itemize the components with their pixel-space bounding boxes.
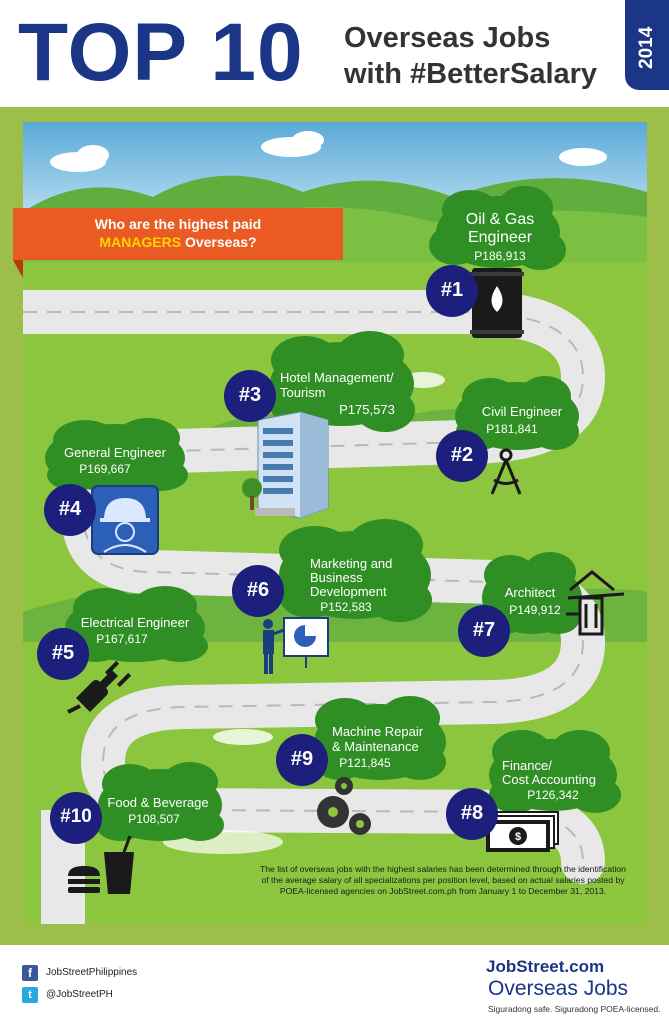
bubble-rank-1 xyxy=(429,186,566,270)
twitter-link[interactable]: @JobStreetPH xyxy=(46,989,113,1000)
job-salary-10: P108,507 xyxy=(128,812,180,826)
job-title-5: Electrical Engineer xyxy=(80,615,190,630)
electric-plug-icon xyxy=(67,660,132,714)
rank-label-3: #3 xyxy=(238,384,262,406)
facebook-link[interactable]: JobStreetPhilippines xyxy=(46,967,138,978)
rank-label-7: #7 xyxy=(472,619,496,641)
oil-barrel-icon xyxy=(470,268,524,338)
burger-drink-icon xyxy=(68,835,134,894)
rank-label-8: #8 xyxy=(460,802,484,824)
rank-circles xyxy=(37,265,510,844)
bubble-rank-2 xyxy=(455,376,579,450)
rank-label-1: #1 xyxy=(440,279,464,301)
job-salary-7: P149,912 xyxy=(509,603,561,617)
subtitle-line2: with #BetterSalary xyxy=(344,58,598,90)
job-title-7: Architect xyxy=(504,585,556,600)
job-salary-2: P181,841 xyxy=(486,422,538,436)
jobstreet-logo: JobStreet.com xyxy=(486,957,605,976)
footer xyxy=(0,945,669,1024)
job-salary-1: P186,913 xyxy=(474,249,526,263)
bubble-rank-3 xyxy=(270,331,415,432)
job-title-6a: Marketing and xyxy=(310,556,393,571)
subtitle-line1: Overseas Jobs xyxy=(344,22,551,54)
architect-tools-icon xyxy=(566,570,625,636)
job-title-6b: Business xyxy=(310,570,363,585)
banner-line2-rest: Overseas? xyxy=(181,234,257,250)
rank-label-10: #10 xyxy=(60,806,92,827)
year-tab xyxy=(625,0,669,90)
rank-label-4: #4 xyxy=(58,498,82,520)
job-salary-6: P152,583 xyxy=(320,600,372,614)
header xyxy=(0,0,669,107)
page-title: TOP 10 xyxy=(18,7,304,98)
job-salary-8: P126,342 xyxy=(527,788,579,802)
question-banner xyxy=(13,208,343,260)
job-title-1a: Oil & Gas xyxy=(465,211,535,228)
rank-label-6: #6 xyxy=(246,579,270,601)
compass-icon xyxy=(490,448,522,495)
tagline: Siguradong safe. Siguradong POEA-license… xyxy=(488,1004,661,1014)
job-salary-5: P167,617 xyxy=(96,632,148,646)
rank-label-5: #5 xyxy=(51,642,75,664)
job-salary-3: P175,573 xyxy=(339,402,395,417)
methodology-note: The list of overseas jobs with the highe… xyxy=(260,864,626,896)
banner-highlight: MANAGERS xyxy=(99,234,182,250)
banner-fold xyxy=(13,260,23,278)
job-title-9b: & Maintenance xyxy=(332,739,419,754)
bubble-rank-8 xyxy=(489,730,621,813)
hotel-building-icon xyxy=(242,411,329,519)
job-title-3a: Hotel Management/ xyxy=(280,370,394,385)
gears-icon xyxy=(317,777,371,835)
job-salary-4: P169,667 xyxy=(79,462,131,476)
job-title-6c: Development xyxy=(310,584,387,599)
job-title-3b: Tourism xyxy=(280,385,326,400)
bubble-rank-4 xyxy=(45,418,188,492)
overseas-jobs-logo: Overseas Jobs xyxy=(488,977,629,1000)
job-title-2: Civil Engineer xyxy=(481,404,563,419)
presenter-chart-icon xyxy=(263,617,329,674)
job-title-10: Food & Beverage xyxy=(107,795,209,810)
job-salary-9: P121,845 xyxy=(339,756,391,770)
rank-label-9: #9 xyxy=(290,748,314,770)
rank-label-2: #2 xyxy=(450,444,474,466)
job-title-8b: Cost Accounting xyxy=(502,772,596,787)
bubble-rank-10 xyxy=(96,762,224,841)
twitter-icon[interactable]: t xyxy=(22,987,38,1003)
svg-text:$: $ xyxy=(515,831,521,843)
facebook-icon[interactable]: f xyxy=(22,965,38,981)
money-stack-icon: $ xyxy=(486,811,559,852)
job-title-4: General Engineer xyxy=(64,445,166,460)
bubble-rank-6 xyxy=(279,519,432,622)
job-title-8a: Finance/ xyxy=(502,758,552,773)
job-title-1b: Engineer xyxy=(467,229,533,246)
banner-line1: Who are the highest paid xyxy=(94,216,262,232)
job-title-9a: Machine Repair xyxy=(332,724,424,739)
engineer-helmet-icon xyxy=(91,485,159,555)
banner-line2: MANAGERS Overseas? xyxy=(13,234,343,250)
